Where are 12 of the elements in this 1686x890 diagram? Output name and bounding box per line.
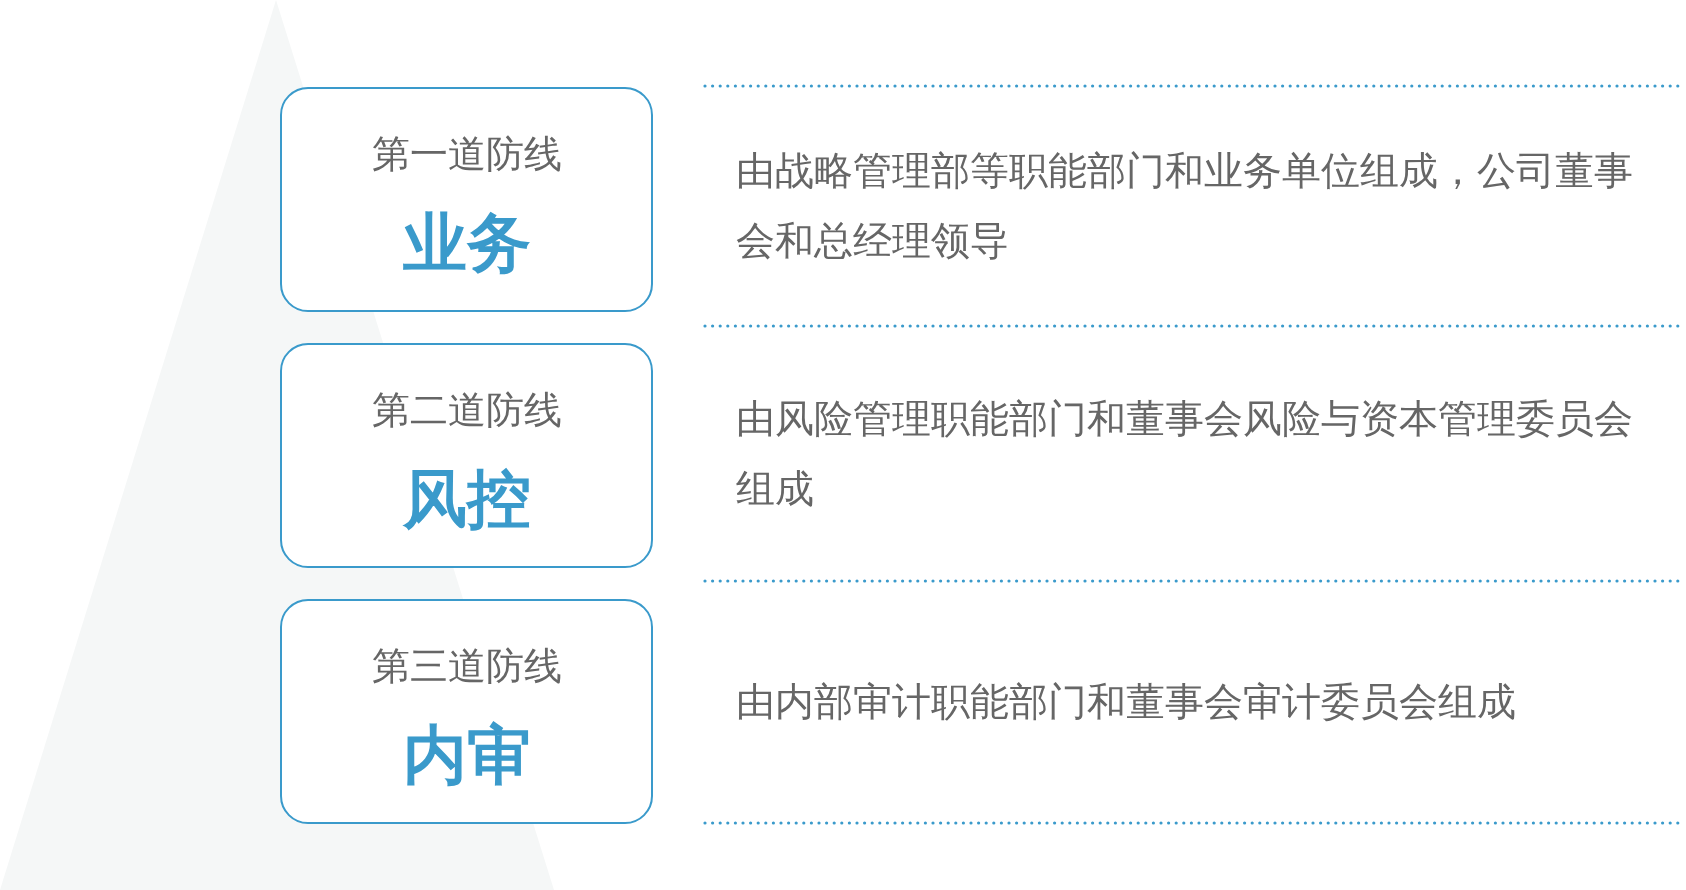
- box-title: 风控: [402, 464, 531, 534]
- description-text: 由风险管理职能部门和董事会风险与资本管理委员会组成: [736, 395, 1634, 512]
- rounded-box: [280, 87, 653, 312]
- box-title: 内审: [402, 720, 531, 790]
- box-subheading: 第三道防线: [371, 646, 562, 686]
- box-title: 业务: [402, 208, 531, 278]
- box-subheading: 第一道防线: [371, 134, 562, 174]
- description-text: 由内部审计职能部门和董事会审计委员会组成: [736, 679, 1517, 725]
- box-subheading: 第二道防线: [371, 390, 562, 430]
- rounded-box: [280, 343, 653, 568]
- description-text: 由战略管理部等职能部门和业务单位组成，公司董事会和总经理领导: [736, 148, 1634, 264]
- rounded-box: [280, 599, 653, 824]
